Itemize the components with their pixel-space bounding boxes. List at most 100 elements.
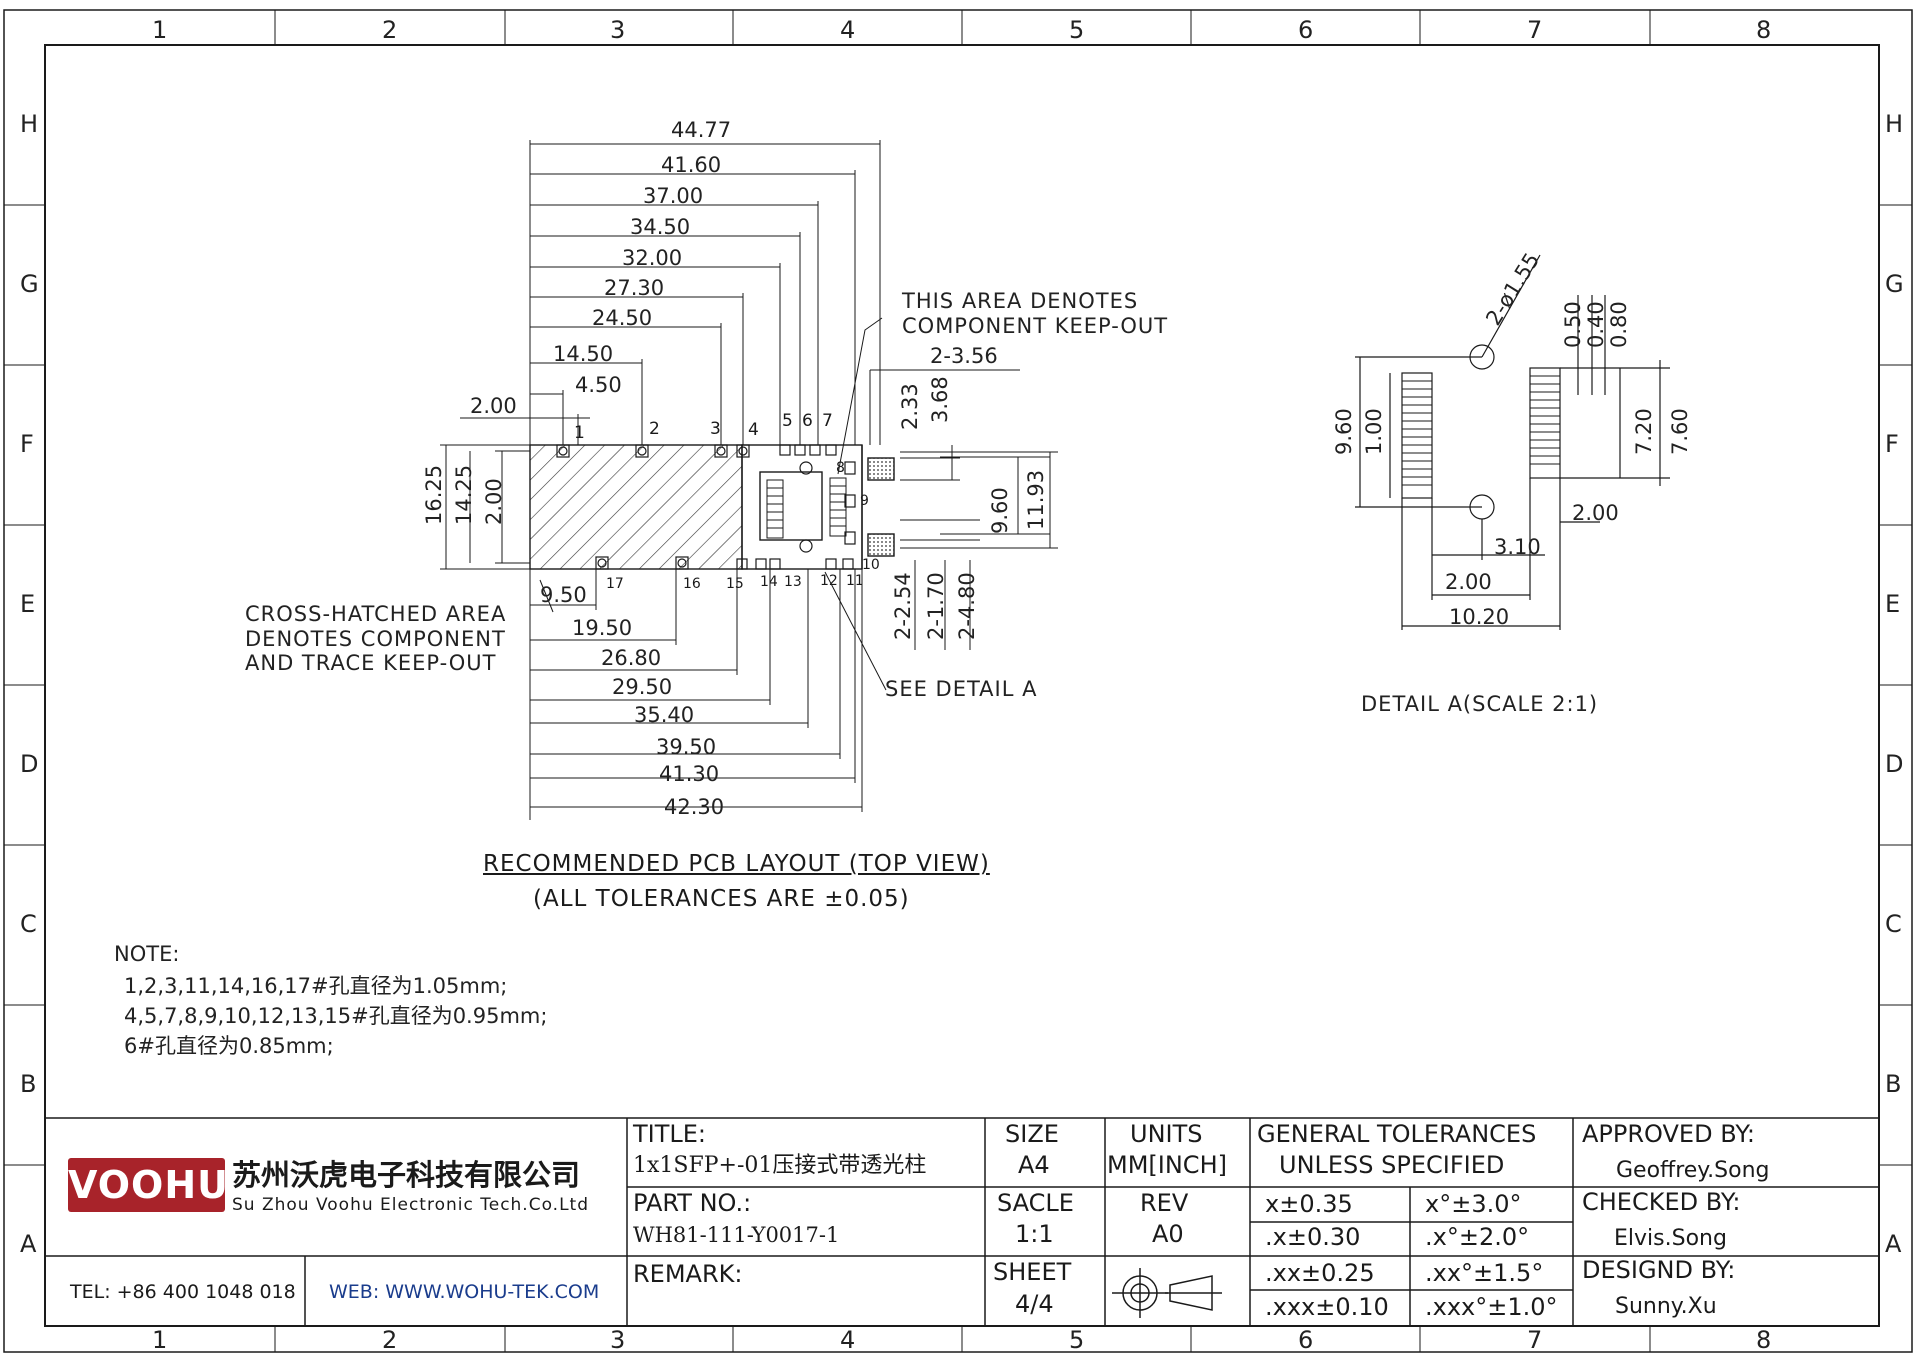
- dim-2-2-54: 2-2.54: [891, 572, 915, 640]
- sheet-label: SHEET: [993, 1258, 1072, 1286]
- dim-41-60: 41.60: [661, 153, 722, 177]
- dim-detail-7-60: 7.60: [1668, 408, 1692, 455]
- main-view-title: RECOMMENDED PCB LAYOUT (TOP VIEW): [483, 851, 990, 877]
- tol-linear-1: .x±0.30: [1265, 1223, 1361, 1251]
- rev-value: A0: [1152, 1220, 1184, 1248]
- approved-value: Geoffrey.Song: [1616, 1158, 1770, 1183]
- rev-label: REV: [1140, 1189, 1189, 1217]
- approved-label: APPROVED BY:: [1582, 1120, 1755, 1148]
- dim-4-50: 4.50: [575, 373, 622, 397]
- dim-2-1-70: 2-1.70: [924, 572, 948, 640]
- dim-32-00: 32.00: [622, 246, 683, 270]
- company-web: WEB: WWW.WOHU-TEK.COM: [329, 1281, 600, 1303]
- tol-angle-3: .xxx°±1.0°: [1425, 1293, 1558, 1321]
- size-label: SIZE: [1005, 1120, 1059, 1148]
- dim-29-50: 29.50: [612, 675, 673, 699]
- pin-label-9: 9: [860, 493, 869, 509]
- pin-label-8: 8: [836, 460, 845, 476]
- dim-16-25: 16.25: [422, 464, 446, 525]
- dim-37-00: 37.00: [643, 184, 704, 208]
- callout-hatch-line-3: AND TRACE KEEP-OUT: [245, 651, 497, 675]
- zone-col-1-bottom: 1: [152, 1326, 168, 1354]
- pin-label-6: 6: [802, 411, 813, 431]
- dim-9-60: 9.60: [988, 487, 1012, 534]
- dim-2-00-left: 2.00: [482, 478, 506, 525]
- zone-col-2-bottom: 2: [382, 1326, 398, 1354]
- zone-col-6: 6: [1298, 16, 1314, 44]
- company-name-en: Su Zhou Voohu Electronic Tech.Co.Ltd: [232, 1195, 590, 1215]
- dim-11-93: 11.93: [1024, 469, 1048, 530]
- pin-label-11: 11: [846, 573, 864, 589]
- zone-row-e-right: E: [1885, 590, 1901, 618]
- company-logo: VOOHU: [68, 1158, 228, 1212]
- title-block-grid: [45, 1117, 1879, 1326]
- zone-row-c-right: C: [1885, 910, 1902, 938]
- dim-detail-2-00-bottom: 2.00: [1445, 570, 1492, 594]
- zone-col-3-bottom: 3: [610, 1326, 626, 1354]
- dim-34-50: 34.50: [630, 215, 691, 239]
- dim-0-80: 0.80: [1607, 301, 1631, 348]
- dim-0-40: 0.40: [1584, 301, 1608, 348]
- pcb-layout-view: [529, 444, 895, 570]
- connector-pads: [766, 477, 847, 539]
- detail-a-title: DETAIL A(SCALE 2:1): [1361, 692, 1599, 716]
- zone-col-7: 7: [1527, 16, 1543, 44]
- title-label: TITLE:: [633, 1120, 707, 1148]
- zone-row-h-right: H: [1885, 110, 1904, 138]
- dim-detail-9-60: 9.60: [1332, 408, 1356, 455]
- dim-44-77: 44.77: [671, 118, 732, 142]
- remark-label: REMARK:: [633, 1260, 743, 1288]
- zone-col-4-bottom: 4: [840, 1326, 856, 1354]
- units-value: MM[INCH]: [1107, 1151, 1227, 1179]
- checked-label: CHECKED BY:: [1582, 1188, 1741, 1216]
- dim-27-30: 27.30: [604, 276, 665, 300]
- zone-row-c: C: [20, 910, 37, 938]
- pin-label-10: 10: [862, 557, 880, 573]
- zone-row-b: B: [20, 1070, 37, 1098]
- detail-a-view: [1355, 254, 1670, 630]
- pin-label-1: 1: [574, 423, 585, 443]
- part-no-label: PART NO.:: [633, 1189, 752, 1217]
- dim-2-4-80: 2-4.80: [955, 572, 979, 640]
- pin-label-13: 13: [784, 574, 802, 590]
- dim-9-50: 9.50: [540, 583, 587, 607]
- sheet-value: 4/4: [1015, 1290, 1054, 1318]
- tol-angle-0: x°±3.0°: [1425, 1190, 1522, 1218]
- dim-detail-1-00: 1.00: [1362, 408, 1386, 455]
- dim-2-00-top: 2.00: [470, 394, 517, 418]
- tolerance-title-2: UNLESS SPECIFIED: [1279, 1151, 1505, 1179]
- dim-14-50: 14.50: [553, 342, 614, 366]
- dim-detail-10-20: 10.20: [1449, 605, 1510, 629]
- tolerance-title-1: GENERAL TOLERANCES: [1257, 1120, 1537, 1148]
- scale-value: 1:1: [1015, 1220, 1054, 1248]
- note-line-2: 4,5,7,8,9,10,12,13,15#孔直径为0.95mm;: [124, 1004, 548, 1028]
- size-value: A4: [1018, 1151, 1050, 1179]
- pin-label-16: 16: [683, 576, 701, 592]
- designed-label: DESIGND BY:: [1582, 1256, 1736, 1284]
- connector-keepout: [759, 471, 823, 541]
- dim-2-33: 2.33: [898, 383, 922, 430]
- title-value: 1x1SFP+-01压接式带透光柱: [633, 1153, 927, 1178]
- dim-19-50: 19.50: [572, 616, 633, 640]
- zone-row-f-right: F: [1885, 430, 1899, 458]
- designed-value: Sunny.Xu: [1615, 1294, 1717, 1319]
- company-tel: TEL: +86 400 1048 018: [70, 1281, 296, 1303]
- zone-col-6-bottom: 6: [1298, 1326, 1314, 1354]
- zone-row-g-right: G: [1885, 270, 1904, 298]
- pin-label-5: 5: [782, 411, 793, 431]
- zone-row-f: F: [20, 430, 34, 458]
- dim-39-50: 39.50: [656, 735, 717, 759]
- tol-linear-3: .xxx±0.10: [1265, 1293, 1389, 1321]
- pin-label-3: 3: [710, 419, 721, 439]
- checked-value: Elvis.Song: [1614, 1226, 1727, 1251]
- dim-detail-3-10: 3.10: [1494, 535, 1541, 559]
- zone-col-5: 5: [1069, 16, 1085, 44]
- zone-col-1: 1: [152, 16, 168, 44]
- pin-label-7: 7: [822, 411, 833, 431]
- zone-row-h: H: [20, 110, 39, 138]
- zone-row-a-right: A: [1885, 1230, 1902, 1258]
- dim-0-50: 0.50: [1561, 301, 1585, 348]
- company-name-cn: 苏州沃虎电子科技有限公司: [232, 1158, 581, 1192]
- pin-label-2: 2: [649, 419, 660, 439]
- callout-see-detail: SEE DETAIL A: [885, 677, 1038, 701]
